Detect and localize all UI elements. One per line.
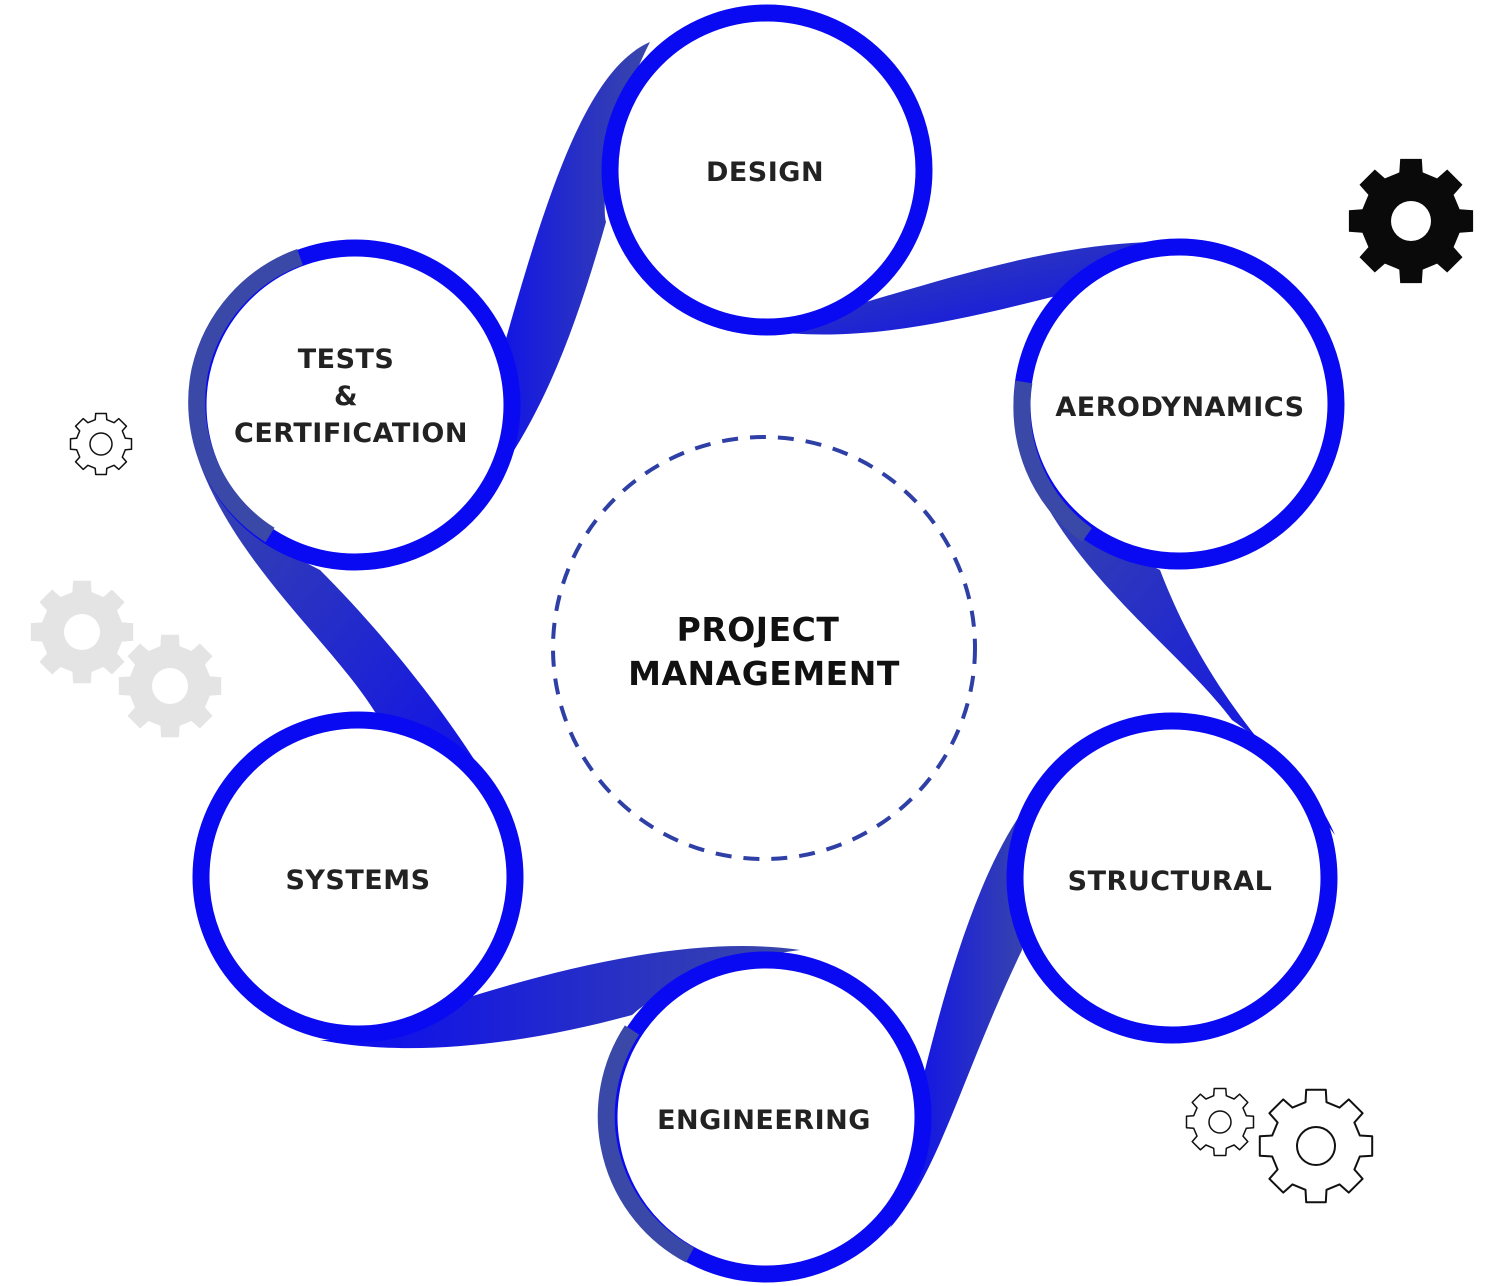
node-structural: STRUCTURAL [1006,712,1338,1044]
gear-icon-outline-small [1185,1087,1255,1157]
gear-icon-gray [118,634,222,738]
node-tests-certification-label: TESTS & CERTIFICATION [234,344,468,449]
node-engineering-label: ENGINEERING [657,1105,871,1136]
gear-icon-black [1348,158,1474,284]
center-label-line-1: PROJECT [677,610,840,649]
center-label: PROJECT MANAGEMENT [628,610,900,693]
node-design: DESIGN [601,4,933,336]
node-systems-label: SYSTEMS [285,865,430,896]
ribbon-engineering-to-systems [320,946,800,1049]
node-structural-label: STRUCTURAL [1068,866,1273,897]
node-tests-certification: TESTS & CERTIFICATION [188,239,521,571]
gear-decorations [30,158,1474,1204]
center-dashed-circle [551,435,977,861]
ribbon-aerodynamics-to-structural [1025,460,1335,835]
node-aerodynamics: AERODYNAMICS [1013,238,1345,570]
node-design-label: DESIGN [706,157,824,188]
center-label-line-2: MANAGEMENT [628,654,900,693]
node-engineering: ENGINEERING [597,951,932,1283]
node-aerodynamics-label: AERODYNAMICS [1055,392,1304,423]
node-systems: SYSTEMS [192,711,524,1043]
gear-icon-gray [30,580,134,684]
gear-icon-outline [1258,1088,1374,1204]
gear-icon-outline-small [69,412,133,476]
